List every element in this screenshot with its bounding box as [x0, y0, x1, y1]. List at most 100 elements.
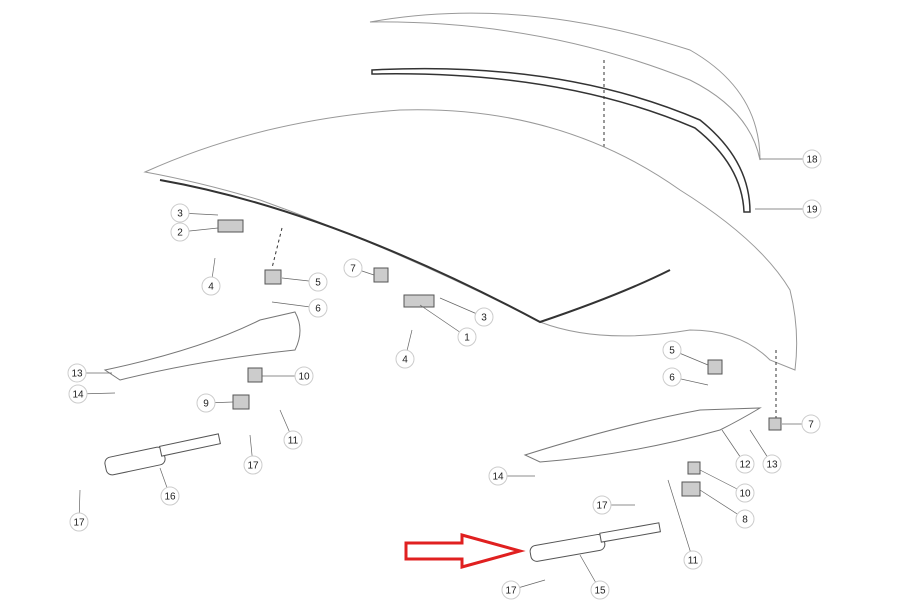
callout-17: 17 — [592, 495, 635, 515]
callout-10: 10 — [699, 469, 755, 503]
callout-circle — [735, 483, 755, 503]
callout-number: 5 — [315, 278, 321, 289]
callout-circle — [201, 276, 221, 296]
callout-3: 3 — [170, 203, 219, 223]
callout-16: 16 — [159, 467, 180, 506]
callout-number: 8 — [742, 515, 748, 526]
callout-circle — [308, 298, 328, 318]
callout-12: 12 — [721, 429, 755, 474]
callout-13: 13 — [67, 363, 112, 383]
callout-number: 12 — [739, 460, 751, 471]
callout-circle — [683, 550, 703, 570]
leader-line — [667, 479, 694, 561]
callout-circle — [735, 509, 755, 529]
callout-circle — [67, 363, 87, 383]
callout-14: 14 — [488, 466, 535, 486]
callout-number: 11 — [288, 436, 299, 447]
callout-number: 3 — [481, 313, 487, 324]
callout-5: 5 — [662, 340, 709, 366]
seal-part-19 — [371, 67, 751, 213]
callout-number: 14 — [72, 390, 84, 401]
callout-15: 15 — [579, 554, 610, 600]
callout-number: 5 — [669, 346, 675, 357]
callout-number: 6 — [315, 304, 321, 315]
callout-7: 7 — [782, 414, 821, 434]
callout-number: 19 — [806, 205, 818, 216]
callout-circle — [762, 454, 782, 474]
callout-11: 11 — [667, 479, 703, 570]
highlight-arrow — [404, 533, 526, 569]
callout-number: 10 — [739, 489, 751, 500]
callout-7: 7 — [343, 258, 375, 278]
callout-circle — [501, 580, 521, 600]
callout-number: 7 — [350, 264, 356, 275]
callout-17: 17 — [243, 434, 263, 475]
spoiler-part-18 — [369, 12, 761, 161]
callout-circle — [801, 414, 821, 434]
callout-circle — [196, 393, 216, 413]
callout-circle — [69, 512, 89, 532]
callout-14: 14 — [68, 384, 116, 404]
callout-number: 6 — [669, 373, 675, 384]
callout-circle — [735, 454, 755, 474]
callout-circle — [243, 455, 263, 475]
callout-3: 3 — [439, 297, 494, 327]
callout-number: 14 — [492, 472, 504, 483]
callout-circle — [308, 272, 328, 292]
gas-strut-15 — [529, 522, 661, 562]
callout-number: 17 — [247, 461, 259, 472]
callout-circle — [474, 307, 494, 327]
callout-circle — [802, 199, 822, 219]
callout-number: 17 — [73, 518, 85, 529]
inner-panel-left — [103, 311, 301, 381]
callout-11: 11 — [279, 409, 303, 450]
callout-circle — [802, 149, 822, 169]
callout-number: 17 — [596, 501, 608, 512]
callout-circle — [283, 430, 303, 450]
callout-circle — [343, 258, 363, 278]
callout-circle — [457, 327, 477, 347]
callout-1: 1 — [419, 304, 477, 347]
callout-number: 18 — [806, 155, 818, 166]
callout-circle — [662, 367, 682, 387]
callout-number: 17 — [505, 586, 517, 597]
callout-circle — [294, 366, 314, 386]
callout-number: 13 — [766, 460, 778, 471]
callout-8: 8 — [699, 489, 755, 529]
callout-circle — [395, 349, 415, 369]
callout-9: 9 — [196, 393, 234, 413]
callout-circle — [68, 384, 88, 404]
callout-18: 18 — [760, 149, 822, 169]
callout-17: 17 — [69, 489, 89, 532]
callout-circle — [160, 486, 180, 506]
callout-number: 4 — [208, 282, 214, 293]
callout-number: 3 — [177, 209, 183, 220]
callout-2: 2 — [170, 222, 219, 242]
callout-6: 6 — [271, 298, 328, 318]
small-parts — [217, 219, 782, 497]
callout-4: 4 — [395, 329, 415, 369]
callout-number: 7 — [808, 420, 814, 431]
callout-circle — [590, 580, 610, 600]
callout-17: 17 — [501, 579, 546, 600]
callout-number: 9 — [203, 399, 209, 410]
callout-number: 4 — [402, 355, 408, 366]
callout-circle — [488, 466, 508, 486]
callout-circle — [170, 222, 190, 242]
callout-number: 16 — [164, 492, 176, 503]
callout-number: 15 — [594, 586, 606, 597]
callout-19: 19 — [755, 199, 822, 219]
callout-5: 5 — [281, 272, 328, 292]
callout-number: 13 — [71, 369, 83, 380]
inner-panel-right — [523, 407, 762, 463]
callout-number: 2 — [177, 228, 183, 239]
callout-number: 10 — [298, 372, 310, 383]
callout-circle — [662, 340, 682, 360]
callout-6: 6 — [662, 367, 709, 387]
callout-number: 11 — [688, 556, 699, 567]
callout-circle — [592, 495, 612, 515]
callout-13: 13 — [749, 429, 782, 474]
callout-number: 1 — [464, 333, 470, 344]
